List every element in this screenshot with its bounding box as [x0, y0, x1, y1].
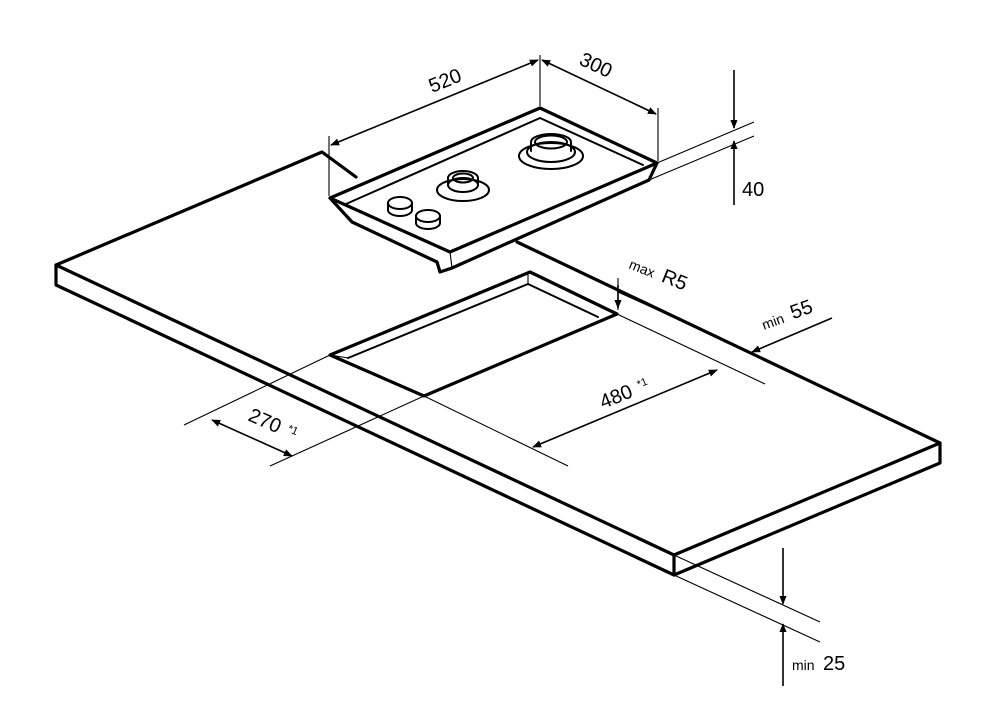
cutout-outline: [328, 270, 619, 398]
dimension-40: 40: [648, 70, 764, 205]
dimension-min-25: min 25: [673, 548, 845, 686]
cutout-depth-note: *1: [286, 423, 300, 438]
hob-height-label: 40: [742, 179, 764, 201]
hob-inner-bevel: [345, 117, 644, 205]
svg-text:min 25: min 25: [792, 653, 845, 675]
cutout-inner-corner-2: [329, 354, 349, 359]
dimension-480: 480 *1: [423, 369, 718, 467]
worktop-right-edge: [515, 240, 942, 577]
dimension-270: 270 *1: [183, 354, 425, 467]
min-thickness-prefix: min: [792, 657, 815, 673]
small-burner-icon: [436, 170, 490, 202]
worktop: [54, 150, 942, 577]
hob-body-bottom: [351, 221, 438, 263]
dimension-520: 520: [328, 55, 541, 196]
dimension-max-r5: max R5: [614, 252, 690, 321]
knob-right: [415, 209, 441, 230]
svg-text:max R5: max R5: [626, 252, 690, 295]
min-side-value: 55: [787, 296, 815, 324]
hob-side-body: [328, 161, 659, 274]
worktop-cutout: [328, 270, 619, 398]
gas-hob: [328, 106, 659, 274]
worktop-front-top-edge: [54, 263, 676, 557]
knob-left: [387, 196, 413, 217]
hob-depth-label: 300: [576, 49, 616, 83]
cutout-width-value: 480: [597, 381, 636, 414]
max-radius-value: R5: [658, 265, 690, 295]
large-burner-icon: [518, 133, 584, 170]
cutout-width-note: *1: [635, 376, 649, 391]
hob-body-front: [449, 251, 453, 269]
min-side-prefix: min: [760, 310, 787, 333]
max-radius-prefix: max: [627, 256, 658, 281]
svg-text:480 *1: 480 *1: [597, 374, 653, 414]
hob-top-plate: [328, 106, 659, 254]
worktop-right-top-edge: [672, 441, 942, 557]
min-thickness-value: 25: [823, 653, 845, 675]
cutout-depth-value: 270: [245, 404, 284, 438]
worktop-top-left-edge: [54, 150, 676, 577]
